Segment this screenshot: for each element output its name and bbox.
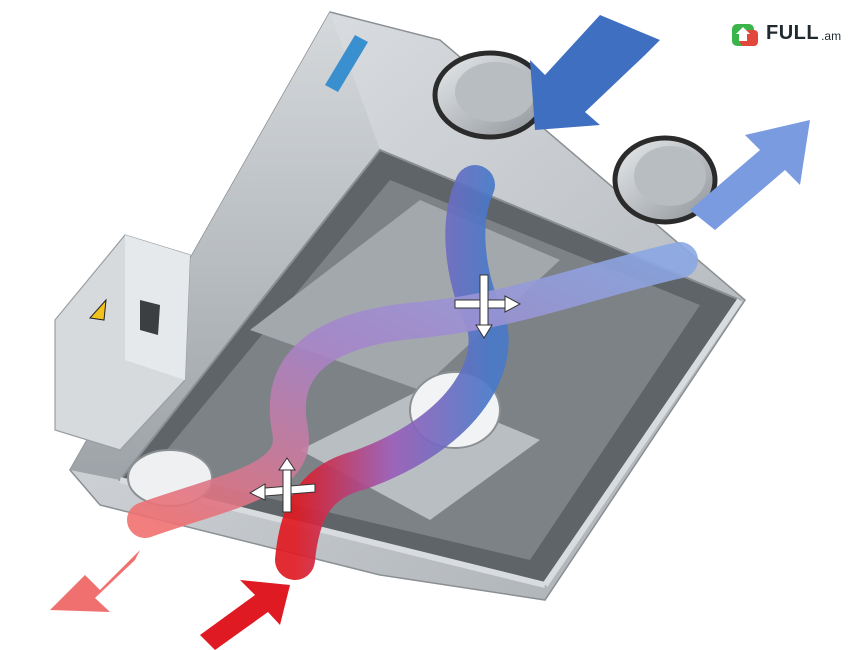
house-shop-badge-icon xyxy=(732,24,758,46)
exhaust-out-arrow xyxy=(690,120,810,230)
exhaust-air-ribbon xyxy=(127,242,698,538)
heat-exchange-marker-lower xyxy=(248,457,316,513)
supply-out-arrow xyxy=(50,550,140,612)
heat-exchange-marker-upper xyxy=(454,274,522,339)
supply-inlet-duct xyxy=(432,50,548,140)
fresh-air-in-arrow xyxy=(530,15,660,130)
control-box xyxy=(54,234,191,451)
fresh-air-ribbon xyxy=(275,165,509,580)
watermark-logo: FULL .am xyxy=(730,16,860,50)
extract-outlet-duct xyxy=(612,135,718,225)
watermark-brand: FULL xyxy=(766,21,820,44)
label-plate xyxy=(325,35,368,92)
watermark-tld: .am xyxy=(821,29,842,43)
extract-in-arrow xyxy=(200,580,290,650)
